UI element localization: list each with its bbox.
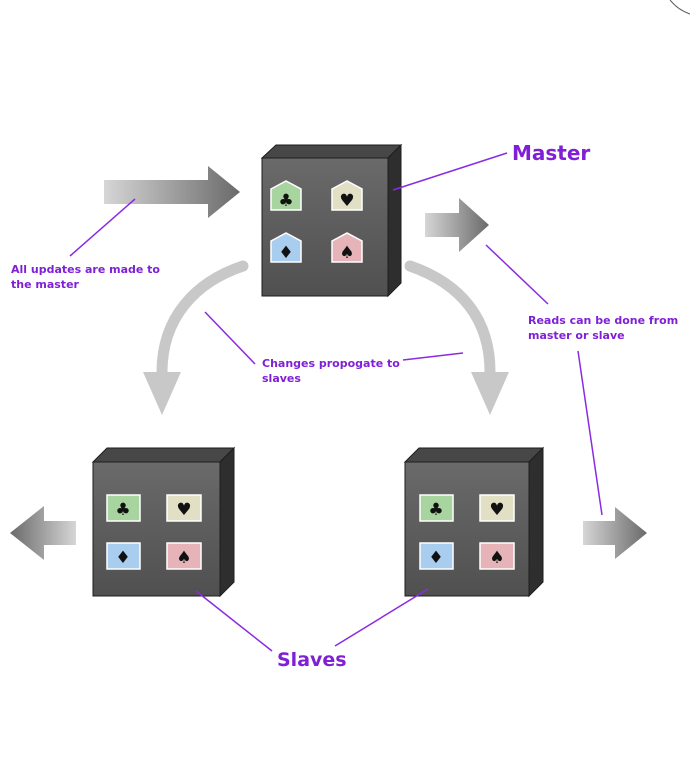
updates-label-line1: All updates are made to — [11, 263, 160, 276]
master-spade-icon: ♠ — [339, 243, 354, 263]
read-master-arrow-icon — [425, 198, 489, 252]
slave-left-tile-heart: ♥ — [166, 494, 202, 522]
reads-label-line1: Reads can be done from — [528, 314, 678, 327]
slave-right-box-top — [403, 447, 545, 463]
changes-label-line2: slaves — [262, 372, 301, 385]
slave-left-diamond-icon: ♦ — [115, 548, 130, 568]
slave-left-box-top — [91, 447, 236, 463]
replication-arrow-right — [404, 260, 496, 378]
slave-left-tile-diamond: ♦ — [106, 542, 141, 570]
slave-right-tile-heart: ♥ — [479, 494, 515, 522]
slave-right-club-icon: ♣ — [428, 500, 443, 520]
slaves-label: Slaves — [277, 649, 347, 671]
reads-label-line2: master or slave — [528, 329, 625, 342]
leader-reads-top — [485, 244, 549, 305]
slave-left-club-icon: ♣ — [115, 500, 130, 520]
master-label: Master — [512, 141, 590, 165]
slave-right-box-front — [404, 461, 530, 597]
slave-right-box-side — [528, 446, 544, 598]
master-tile-heart: ♥ — [331, 180, 363, 211]
master-box-side — [387, 143, 402, 298]
replication-arrowhead-left-icon — [143, 372, 181, 415]
master-box-front — [261, 157, 389, 297]
master-heart-icon: ♥ — [339, 191, 354, 211]
replication-arrow-left — [156, 260, 249, 378]
leader-changes-right — [402, 352, 464, 361]
slave-server-right: ♣ ♥ ♦ ♠ — [403, 446, 545, 598]
master-box-top — [260, 144, 403, 159]
changes-label-line1: Changes propogate to — [262, 357, 400, 370]
corner-curve — [669, 0, 690, 15]
slave-right-tile-club: ♣ — [419, 494, 454, 522]
master-tile-diamond: ♦ — [270, 232, 302, 263]
updates-label-line2: the master — [11, 278, 80, 291]
slave-right-tile-spade: ♠ — [479, 542, 515, 570]
slave-left-tile-spade: ♠ — [166, 542, 202, 570]
slave-left-spade-icon: ♠ — [176, 548, 191, 568]
leader-lines — [69, 152, 603, 652]
slave-right-spade-icon: ♠ — [489, 548, 504, 568]
master-club-icon: ♣ — [278, 191, 293, 211]
read-slave-right-arrow-icon — [583, 507, 647, 559]
slave-right-diamond-icon: ♦ — [428, 548, 443, 568]
master-diamond-icon: ♦ — [278, 243, 293, 263]
slave-left-box-side — [219, 446, 235, 598]
master-tile-club: ♣ — [270, 180, 302, 211]
leader-changes-left — [204, 311, 256, 365]
leader-reads-bottom — [577, 350, 603, 516]
slave-left-tile-club: ♣ — [106, 494, 141, 522]
leader-slaves-left — [195, 590, 273, 652]
slave-right-tile-diamond: ♦ — [419, 542, 454, 570]
leader-master — [392, 152, 508, 191]
write-arrow-icon — [104, 166, 240, 218]
slave-right-heart-icon: ♥ — [489, 500, 504, 520]
master-server: ♣ ♥ ♦ ♠ — [260, 143, 403, 298]
master-tile-spade: ♠ — [331, 232, 363, 263]
leader-slaves-right — [334, 588, 429, 647]
replication-arrowhead-right-icon — [471, 372, 509, 415]
slave-left-heart-icon: ♥ — [176, 500, 191, 520]
read-slave-left-arrow-icon — [10, 506, 76, 560]
slave-server-left: ♣ ♥ ♦ ♠ — [91, 446, 236, 598]
leader-updates — [69, 198, 136, 257]
slave-left-box-front — [92, 461, 221, 597]
